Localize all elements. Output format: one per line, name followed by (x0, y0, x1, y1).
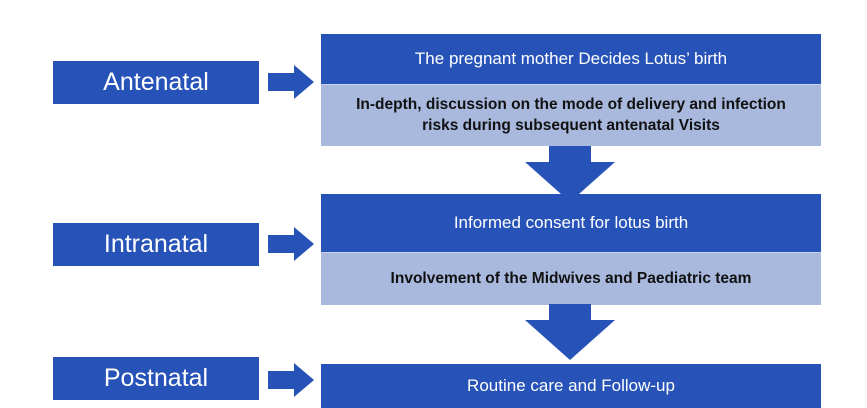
arrow-down-icon (525, 146, 615, 202)
arrow-down-icon (525, 304, 615, 360)
stage-heading-text: The pregnant mother Decides Lotus’ birth (414, 49, 728, 68)
arrow-right-icon (268, 363, 314, 397)
stage-label-text: Postnatal (103, 364, 209, 392)
stage-heading-text: Informed consent for lotus birth (453, 213, 689, 232)
stage-heading-antenatal: The pregnant mother Decides Lotus’ birth (321, 34, 821, 84)
stage-label-intranatal: Intranatal (53, 223, 259, 266)
stage-label-text: Antenatal (103, 68, 209, 96)
stage-heading-postnatal: Routine care and Follow-up (321, 364, 821, 408)
stage-label-text: Intranatal (103, 230, 209, 258)
stage-label-antenatal: Antenatal (53, 61, 259, 104)
stage-heading-intranatal: Informed consent for lotus birth (321, 194, 821, 252)
arrow-right-icon (268, 65, 314, 99)
stage-label-postnatal: Postnatal (53, 357, 259, 400)
stage-detail-antenatal: In-depth, discussion on the mode of deli… (321, 84, 821, 146)
stage-heading-text: Routine care and Follow-up (467, 376, 675, 395)
stage-detail-text: In-depth, discussion on the mode of deli… (356, 95, 786, 134)
stage-detail-intranatal: Involvement of the Midwives and Paediatr… (321, 252, 821, 305)
stage-detail-text: Involvement of the Midwives and Paediatr… (390, 269, 752, 287)
arrow-right-icon (268, 227, 314, 261)
